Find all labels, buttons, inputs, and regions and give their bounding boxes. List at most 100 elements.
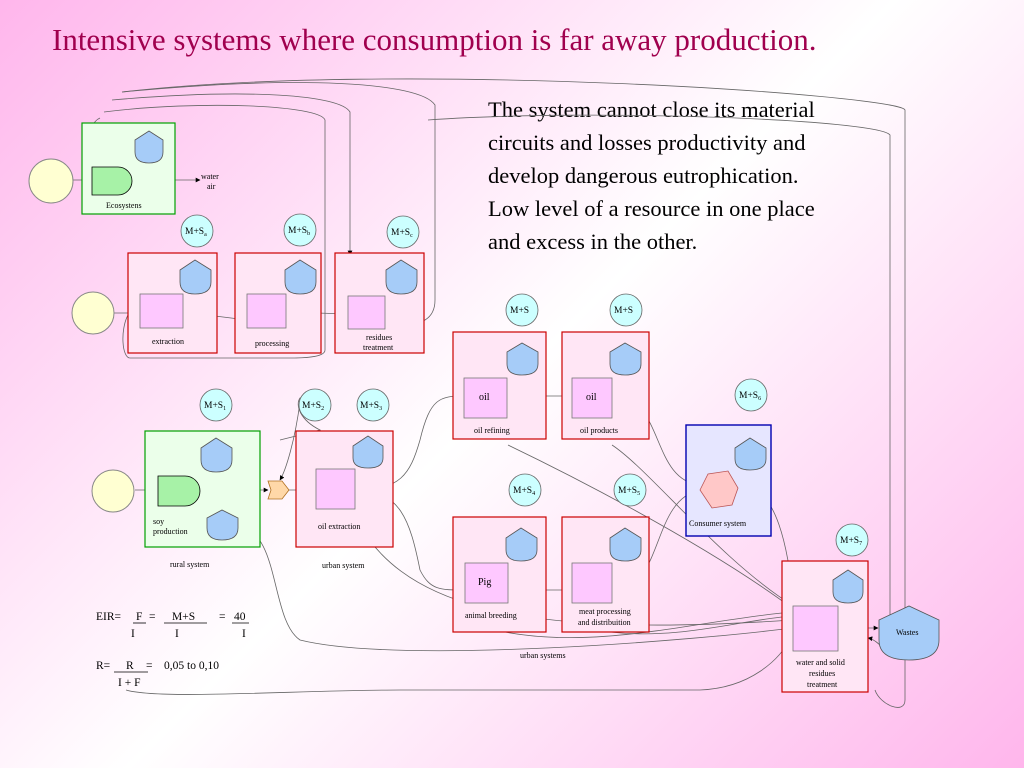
- meat-processing-label: meat processing: [579, 607, 631, 616]
- extraction-storage-icon: [179, 259, 212, 295]
- ms-2-bubble: M+S2: [298, 388, 332, 422]
- consumer-system-group: Consumer system: [685, 424, 772, 537]
- eir-den3: I: [242, 628, 246, 640]
- oil-extraction-process-icon: [315, 468, 356, 510]
- exchange-icon: [267, 480, 290, 500]
- r-formula: R= R = 0,05 to 0,10 I + F: [96, 660, 219, 689]
- source-circle-extraction: [71, 291, 115, 335]
- residues-treatment-final-group: water and solid residues treatment: [781, 560, 869, 693]
- pig-label: Pig: [478, 577, 491, 588]
- source-circle-soy: [91, 469, 135, 513]
- eir-mid-numerator: M+S: [172, 611, 195, 623]
- residues-final-label: residues: [809, 669, 835, 678]
- source-circle-ecosystems: [28, 158, 74, 204]
- processing-storage-icon: [284, 259, 317, 295]
- residues-process-icon: [347, 295, 386, 330]
- svg-text:M+Sb: M+Sb: [288, 226, 310, 237]
- r-lhs: R=: [96, 660, 110, 672]
- processing-process-icon: [246, 293, 287, 329]
- oil-refining-process-icon: [463, 377, 508, 419]
- oil-refining-product-label: oil: [479, 392, 490, 403]
- soy-storage-icon-top: [200, 437, 233, 473]
- oil-extraction-label: oil extraction: [318, 522, 360, 531]
- soy-storage-icon-bottom: [206, 509, 239, 541]
- ms-oil-products-bubble: M+S: [609, 293, 643, 327]
- r-denominator: I + F: [118, 677, 140, 689]
- processing-group: processing: [234, 252, 322, 354]
- svg-text:M+S3: M+S3: [360, 401, 382, 412]
- eir-lhs: EIR=: [96, 611, 121, 623]
- svg-text:M+S7: M+S7: [840, 536, 862, 547]
- ms-3-bubble: M+S3: [356, 388, 390, 422]
- processing-label: processing: [255, 339, 289, 348]
- soy-producer-icon: [157, 475, 201, 507]
- water-solid-storage-icon: [832, 569, 864, 604]
- consumer-storage-icon: [734, 437, 767, 471]
- meat-processing-process-icon: [571, 562, 613, 604]
- svg-text:M+S1: M+S1: [204, 401, 226, 412]
- soy-production-group: soy production: [144, 430, 261, 548]
- wastes-sink: Wastes: [878, 605, 940, 661]
- oil-refining-group: oil oil refining: [452, 331, 547, 440]
- eir-value-numerator: 40: [234, 611, 246, 623]
- consumer-system-label: Consumer system: [689, 519, 747, 528]
- ecosystems-label: Ecosystens: [106, 201, 142, 210]
- r-eq: =: [146, 660, 153, 672]
- eir-eq2: =: [219, 611, 226, 623]
- svg-text:M+S: M+S: [614, 306, 633, 316]
- ecosystems-storage-icon: [134, 130, 164, 164]
- meat-processing-group: meat processing and distribuition: [561, 516, 650, 633]
- svg-text:M+S5: M+S5: [618, 486, 640, 497]
- animal-breeding-process-icon: [464, 562, 509, 604]
- svg-text:M+Sc: M+Sc: [391, 228, 413, 239]
- air-label: air: [207, 182, 216, 191]
- water-solid-label: water and solid: [796, 658, 845, 667]
- animal-breeding-label: animal breeding: [465, 611, 517, 620]
- r-range: 0,05 to 0,10: [164, 660, 219, 672]
- description-text: The system cannot close its material cir…: [488, 93, 913, 258]
- ms-4-bubble: M+S4: [508, 473, 542, 507]
- oil-extraction-group: oil extraction: [295, 430, 394, 548]
- description-line: The system cannot close its material: [488, 97, 815, 122]
- rural-system-label: rural system: [170, 560, 210, 569]
- eir-den1: I: [131, 628, 135, 640]
- oil-extraction-storage-icon: [352, 435, 384, 469]
- description-line: develop dangerous eutrophication.: [488, 163, 799, 188]
- svg-text:M+S6: M+S6: [739, 391, 761, 402]
- oil-products-process-icon: [571, 377, 613, 419]
- water-label: water: [201, 172, 219, 181]
- residues-storage-icon: [385, 259, 418, 295]
- oil-refining-label: oil refining: [474, 426, 510, 435]
- ms-6-bubble: M+S6: [734, 378, 768, 412]
- ms-b-bubble: M+Sb: [283, 213, 317, 247]
- ecosystems-producer-icon: [91, 166, 133, 196]
- eir-eq1: =: [149, 611, 156, 623]
- ms-a-bubble: M+Sa: [180, 214, 214, 248]
- extraction-label: extraction: [152, 337, 184, 346]
- animal-breeding-group: Pig animal breeding: [452, 516, 547, 633]
- soy-label: soy: [153, 517, 164, 526]
- ms-c-bubble: M+Sc: [386, 215, 420, 249]
- svg-text:M+S4: M+S4: [513, 486, 535, 497]
- extraction-process-icon: [139, 293, 184, 329]
- r-numerator: R: [126, 660, 134, 672]
- oil-products-group: oil oil products: [561, 331, 650, 440]
- animal-breeding-storage-icon: [505, 527, 538, 562]
- description-line: circuits and losses productivity and: [488, 130, 806, 155]
- distribution-label: and distribuition: [578, 618, 631, 627]
- treatment-final-label: treatment: [807, 680, 838, 689]
- urban-system-label: urban system: [322, 561, 365, 570]
- eir-numerator: F: [136, 611, 142, 623]
- description-line: and excess in the other.: [488, 229, 698, 254]
- description-line: Low level of a resource in one place: [488, 196, 815, 221]
- meat-processing-storage-icon: [609, 527, 642, 562]
- slide-title: Intensive systems where consumption is f…: [52, 22, 817, 57]
- ms-1-bubble: M+S1: [199, 388, 233, 422]
- extraction-group: extraction: [127, 252, 218, 354]
- oil-products-storage-icon: [609, 342, 642, 376]
- residues-treatment-group: residues treatment: [334, 252, 425, 354]
- water-solid-process-icon: [792, 605, 839, 652]
- oil-products-product-label: oil: [586, 392, 597, 403]
- wastes-icon: [878, 605, 940, 661]
